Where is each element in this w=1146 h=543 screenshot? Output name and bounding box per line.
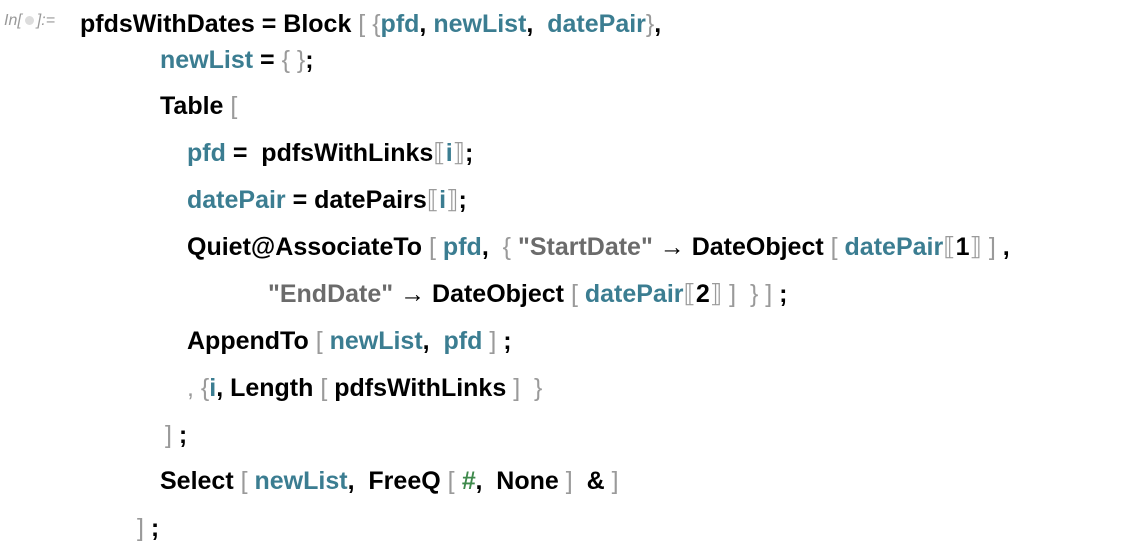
local-variable: pfd — [435, 233, 482, 261]
code-symbol: pdfsWithLinks — [327, 374, 507, 402]
local-variable: datePair — [577, 280, 684, 308]
bracket: ] } — [506, 374, 543, 402]
code-symbol: ; — [772, 280, 788, 308]
bracket: ] — [137, 514, 144, 542]
local-variable: newList — [322, 327, 423, 355]
string-literal: "StartDate" — [511, 233, 653, 261]
bracket: ⟦ — [433, 139, 446, 167]
bracket: [ { — [358, 10, 381, 38]
code-symbol: , Length — [216, 374, 321, 402]
bracket: { — [502, 233, 512, 261]
code-line[interactable]: , {i, Length [ pdfsWithLinks ] } — [187, 373, 542, 403]
code-line[interactable]: "EndDate" → DateObject [ datePair⟦2⟧ ] }… — [268, 279, 788, 309]
code-line[interactable]: datePair = datePairs⟦i⟧; — [187, 185, 467, 215]
code-symbol: = — [253, 46, 282, 74]
code-symbol: & — [572, 467, 605, 495]
bracket: [ — [320, 374, 328, 402]
code-symbol: , FreeQ — [347, 467, 448, 495]
code-symbol: = datePairs — [285, 186, 427, 214]
bracket: ⟧ ] } ] — [709, 280, 773, 308]
bracket: } — [645, 10, 655, 38]
local-variable: newList — [247, 467, 348, 495]
code-line[interactable]: pfd = pdfsWithLinks⟦i⟧; — [187, 138, 473, 168]
code-symbol: ; — [496, 327, 512, 355]
bracket: [ — [315, 327, 323, 355]
code-symbol: ; — [458, 186, 467, 214]
code-symbol: ; — [143, 514, 160, 542]
bracket: ] — [165, 421, 172, 449]
local-variable: i — [439, 186, 447, 214]
code-symbol: → DateObject — [652, 233, 831, 261]
code-symbol: ; — [305, 46, 314, 74]
local-variable: newList — [160, 46, 254, 74]
local-variable: datePair — [837, 233, 944, 261]
slot-symbol: # — [454, 467, 476, 495]
code-symbol: , — [422, 327, 444, 355]
bracket: { } — [281, 46, 306, 74]
local-variable: datePair — [187, 186, 286, 214]
bracket: ] — [558, 467, 573, 495]
code-line[interactable]: pfdsWithDates = Block [ {pfd, newList, d… — [80, 9, 661, 39]
input-cell-label: In[]:= — [4, 12, 56, 29]
bracket: ⟧ ] — [969, 233, 996, 261]
bracket: , { — [187, 374, 210, 402]
bracket: [ — [447, 467, 455, 495]
bracket: ⟧ — [446, 186, 459, 214]
code-symbol: 2 — [695, 280, 710, 308]
bracket: [ — [429, 233, 436, 261]
local-variable: pfd — [443, 327, 483, 355]
code-symbol: 1 — [955, 233, 970, 261]
cell-status-dot-icon — [24, 16, 34, 26]
code-line[interactable]: Select [ newList, FreeQ [ #, None ] & ] — [160, 466, 619, 496]
bracket: ⟧ — [452, 139, 466, 167]
code-line[interactable]: AppendTo [ newList, pfd ] ; — [187, 326, 512, 356]
bracket: ⟦ — [943, 233, 956, 261]
code-symbol: Table — [160, 92, 231, 120]
local-variable: i — [445, 139, 453, 167]
code-symbol: pfdsWithDates = Block — [80, 10, 359, 38]
local-variable: pfd — [187, 139, 226, 167]
string-literal: "EndDate" — [268, 280, 394, 308]
local-variable: newList — [433, 10, 527, 38]
code-line[interactable]: newList = { }; — [160, 45, 314, 75]
bracket: [ — [230, 92, 238, 120]
local-variable: i — [209, 374, 217, 402]
local-variable: datePair — [547, 10, 646, 38]
bracket: ⟦ — [683, 280, 696, 308]
bracket: ] — [604, 467, 619, 495]
bracket: [ — [830, 233, 838, 261]
code-line[interactable]: Table [ — [160, 91, 237, 121]
local-variable: pfd — [380, 10, 420, 38]
code-symbol: ; — [171, 421, 188, 449]
code-symbol: , — [995, 233, 1010, 261]
code-line[interactable]: Quiet@AssociateTo [ pfd, { "StartDate" →… — [187, 232, 1010, 262]
code-symbol: , — [481, 233, 503, 261]
code-line[interactable]: ] ; — [165, 420, 187, 450]
code-symbol: , None — [475, 467, 559, 495]
code-symbol: , — [654, 10, 662, 38]
code-symbol: ; — [465, 139, 474, 167]
code-symbol: Select — [160, 467, 241, 495]
bracket: ⟦ — [426, 186, 440, 214]
code-line[interactable]: ] ; — [137, 513, 159, 543]
code-symbol: , — [526, 10, 548, 38]
code-symbol: AppendTo — [187, 327, 316, 355]
code-symbol: = pdfsWithLinks — [225, 139, 434, 167]
bracket: ] — [482, 327, 497, 355]
bracket: [ — [240, 467, 248, 495]
code-symbol: Quiet@AssociateTo — [187, 233, 430, 261]
bracket: [ — [570, 280, 578, 308]
code-symbol: , — [419, 10, 434, 38]
code-symbol: → DateObject — [393, 280, 571, 308]
